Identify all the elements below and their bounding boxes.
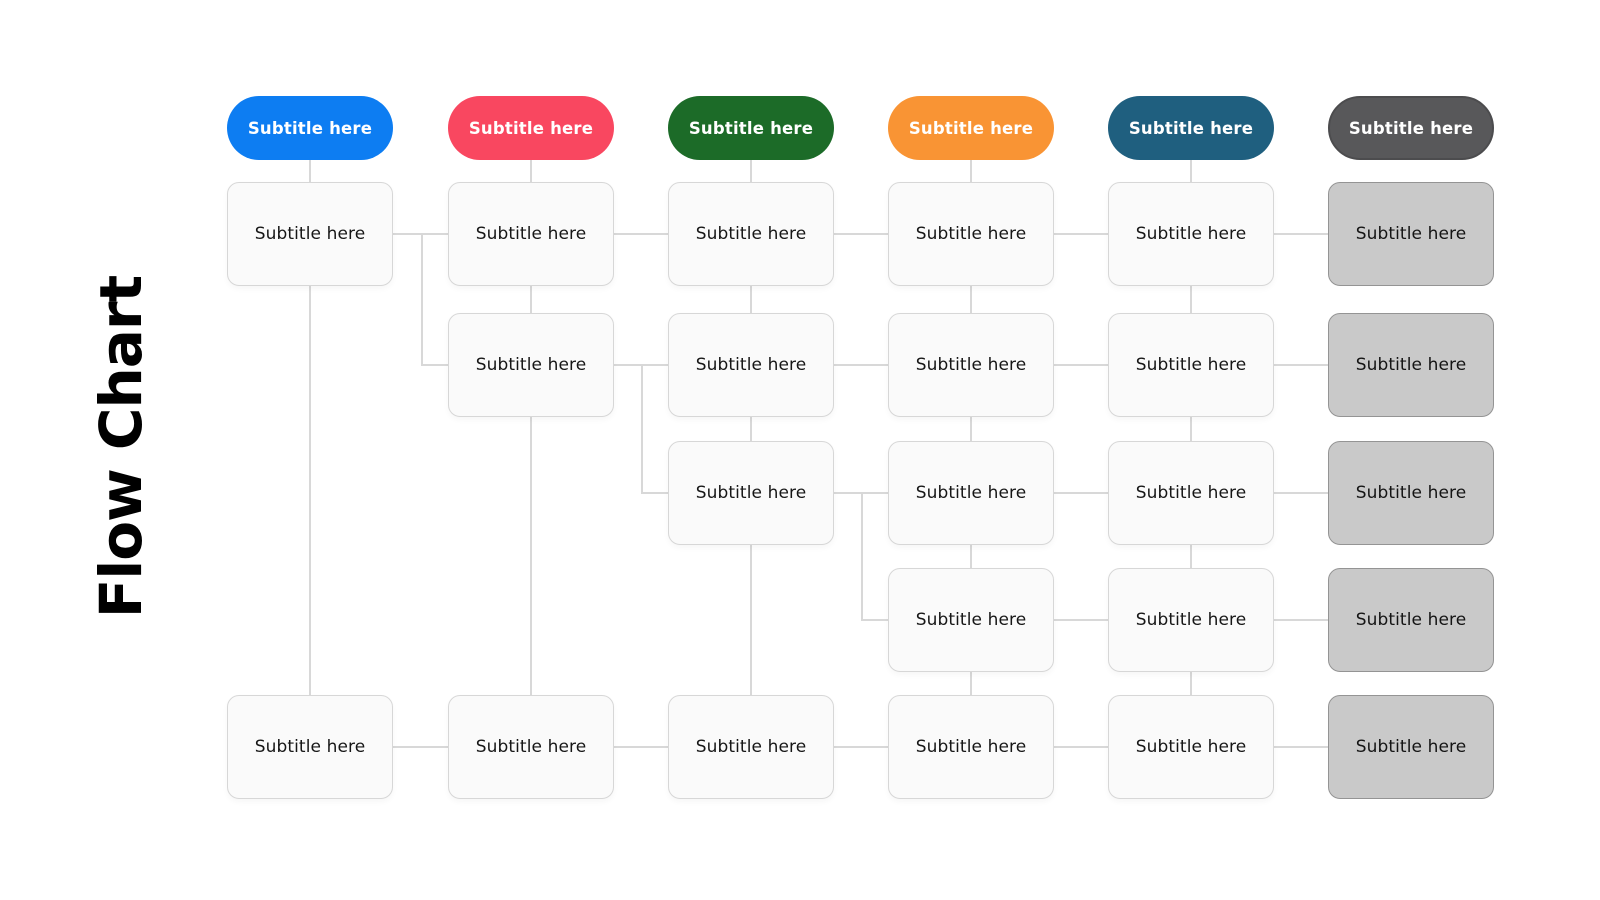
flow-box-col5-row2: Subtitle here	[1108, 313, 1274, 417]
pill-stem-connector	[970, 160, 972, 182]
flow-box-col1-row1: Subtitle here	[227, 182, 393, 286]
flow-box-col2-row2: Subtitle here	[448, 313, 614, 417]
horizontal-connector	[834, 492, 888, 494]
horizontal-connector	[614, 364, 668, 366]
vertical-connector	[1190, 286, 1192, 313]
vertical-connector	[970, 286, 972, 313]
elbow-connector-vertical	[861, 493, 863, 620]
pill-stem-connector	[309, 160, 311, 182]
vertical-connector	[970, 417, 972, 441]
vertical-connector	[530, 286, 532, 313]
vertical-connector	[970, 672, 972, 695]
flow-box-col6-row3: Subtitle here	[1328, 441, 1494, 545]
pill-header-dark-gray: Subtitle here	[1328, 96, 1494, 160]
horizontal-connector	[1274, 364, 1328, 366]
flow-box-col6-row1: Subtitle here	[1328, 182, 1494, 286]
vertical-connector	[1190, 545, 1192, 568]
horizontal-connector	[1274, 746, 1328, 748]
horizontal-connector	[393, 233, 448, 235]
horizontal-connector	[834, 746, 888, 748]
pill-header-orange: Subtitle here	[888, 96, 1054, 160]
flow-box-col6-row5: Subtitle here	[1328, 695, 1494, 799]
flow-box-col4-row4: Subtitle here	[888, 568, 1054, 672]
elbow-connector-vertical	[641, 365, 643, 493]
vertical-connector	[750, 417, 752, 441]
pill-header-blue: Subtitle here	[227, 96, 393, 160]
vertical-connector	[1190, 672, 1192, 695]
elbow-connector-horizontal	[421, 364, 448, 366]
vertical-connector	[530, 417, 532, 695]
vertical-connector	[309, 286, 311, 695]
flow-box-col3-row1: Subtitle here	[668, 182, 834, 286]
horizontal-connector	[1054, 492, 1108, 494]
horizontal-connector	[1054, 233, 1108, 235]
flow-box-col2-row1: Subtitle here	[448, 182, 614, 286]
flow-box-col2-row5: Subtitle here	[448, 695, 614, 799]
horizontal-connector	[834, 233, 888, 235]
flow-box-col4-row2: Subtitle here	[888, 313, 1054, 417]
flow-box-col4-row3: Subtitle here	[888, 441, 1054, 545]
flow-box-col3-row3: Subtitle here	[668, 441, 834, 545]
diagram-title: Flow Chart	[87, 275, 155, 619]
horizontal-connector	[1054, 746, 1108, 748]
pill-header-teal: Subtitle here	[1108, 96, 1274, 160]
pill-header-red: Subtitle here	[448, 96, 614, 160]
flow-box-col5-row3: Subtitle here	[1108, 441, 1274, 545]
horizontal-connector	[614, 746, 668, 748]
vertical-connector	[750, 286, 752, 313]
vertical-connector	[750, 545, 752, 695]
elbow-connector-vertical	[421, 234, 423, 365]
flow-box-col1-row5: Subtitle here	[227, 695, 393, 799]
flow-box-col5-row5: Subtitle here	[1108, 695, 1274, 799]
horizontal-connector	[393, 746, 448, 748]
flow-box-col6-row2: Subtitle here	[1328, 313, 1494, 417]
flow-box-col3-row2: Subtitle here	[668, 313, 834, 417]
vertical-connector	[1190, 417, 1192, 441]
horizontal-connector	[1054, 619, 1108, 621]
flow-box-col4-row1: Subtitle here	[888, 182, 1054, 286]
horizontal-connector	[1274, 233, 1328, 235]
horizontal-connector	[834, 364, 888, 366]
horizontal-connector	[1274, 492, 1328, 494]
pill-header-green: Subtitle here	[668, 96, 834, 160]
flow-box-col5-row4: Subtitle here	[1108, 568, 1274, 672]
vertical-connector	[970, 545, 972, 568]
elbow-connector-horizontal	[861, 619, 888, 621]
horizontal-connector	[1054, 364, 1108, 366]
flow-box-col4-row5: Subtitle here	[888, 695, 1054, 799]
pill-stem-connector	[750, 160, 752, 182]
flow-box-col5-row1: Subtitle here	[1108, 182, 1274, 286]
pill-stem-connector	[1190, 160, 1192, 182]
elbow-connector-horizontal	[641, 492, 668, 494]
flow-box-col6-row4: Subtitle here	[1328, 568, 1494, 672]
flow-box-col3-row5: Subtitle here	[668, 695, 834, 799]
pill-stem-connector	[530, 160, 532, 182]
horizontal-connector	[1274, 619, 1328, 621]
horizontal-connector	[614, 233, 668, 235]
